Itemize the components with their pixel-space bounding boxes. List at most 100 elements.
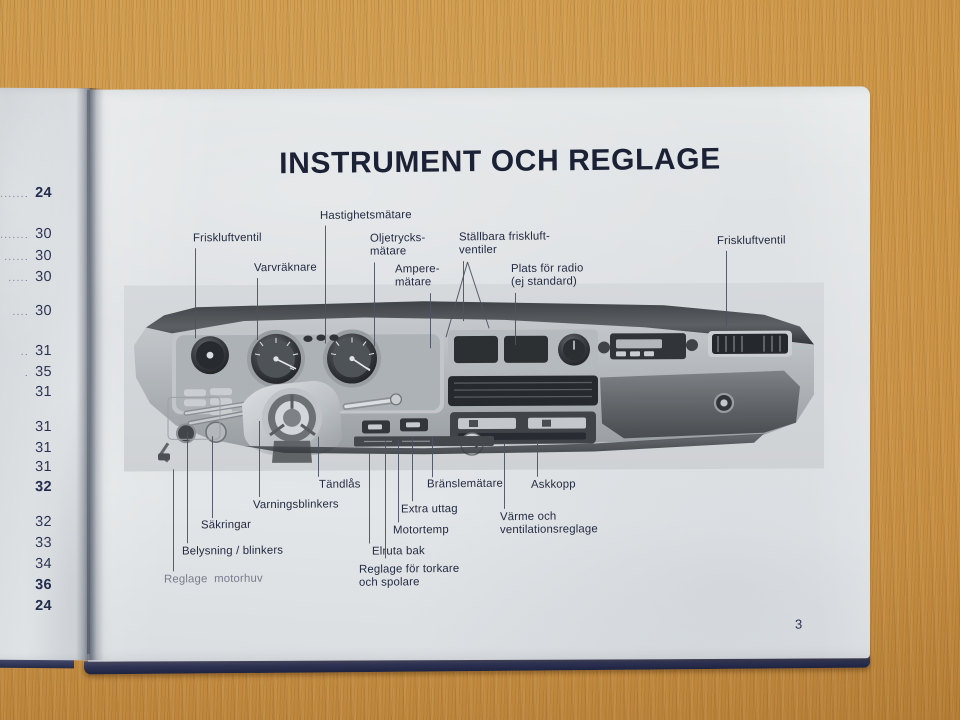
callout-label-friskluftventil-left: Friskluftventil (192, 231, 262, 245)
toc-page-number: 36 (35, 577, 52, 594)
toc-page-number: 32 (35, 479, 52, 496)
toc-entry[interactable]: 32 (29, 514, 52, 530)
switch-bank-left (184, 388, 232, 416)
toc-page-number: 33 (35, 535, 52, 552)
toc-entry[interactable]: 34 (29, 556, 52, 572)
callout-label-belysning-blinkers: Belysning / blinkers (181, 544, 284, 558)
callout-label-reglage-motorhuv: Reglage motorhuv (163, 572, 263, 586)
toc-entry[interactable]: 32 (29, 479, 52, 495)
ignition-lock (342, 393, 403, 411)
leader-line-plats-for-radio (515, 292, 517, 345)
toc-entry[interactable]: ........ 30 (0, 226, 52, 242)
leader-line-oljetrycksmatare (374, 262, 376, 347)
page-content: INSTRUMENT OCH REGLAGE (88, 86, 870, 661)
callout-label-amperematare: Ampere- mätare (394, 263, 440, 289)
dashboard-photograph (124, 282, 824, 472)
leader-line-friskluftventil-right (726, 250, 728, 326)
callout-label-plats-for-radio: Plats för radio (ej standard) (510, 262, 584, 289)
toc-page-number: 35 (35, 364, 52, 381)
open-booklet: ........ 24........ 30...... 30..... 30.... 3… (0, 86, 880, 675)
toc-entry[interactable]: 33 (29, 535, 52, 551)
toc-dot-leader: .. (20, 346, 30, 357)
toc-page-number: 30 (35, 248, 52, 265)
passenger-vent (708, 330, 792, 357)
heater-controls (450, 411, 596, 445)
callout-label-varvraknare: Varvräknare (253, 261, 317, 275)
glovebox-lid (600, 370, 800, 439)
toc-entry[interactable]: ........ 24 (0, 185, 52, 201)
leader-line-varme-ventilation (504, 442, 506, 509)
toc-entry[interactable]: .. 31 (21, 343, 52, 359)
toc-entry[interactable]: 36 (29, 577, 52, 593)
toc-page-number: 32 (35, 514, 52, 531)
toc-dot-leader: ..... (8, 272, 30, 283)
toc-entry[interactable]: 31 (29, 459, 52, 475)
page-number: 3 (794, 616, 803, 632)
toc-page-number: 30 (35, 303, 52, 320)
callout-label-stallbara-friskluftventiler: Ställbara friskluft- ventiler (458, 230, 550, 257)
lower-left-knobs (167, 396, 227, 444)
toc-page-number: 30 (35, 226, 52, 243)
callout-label-varningsblinkers: Varningsblinkers (252, 498, 339, 512)
leader-line-reglage-torkare-spolare (385, 440, 387, 559)
toc-dot-leader: ........ (0, 229, 30, 240)
leader-line-amperematare (430, 293, 432, 349)
toc-entry[interactable]: . 35 (25, 364, 52, 380)
leader-line-friskluftventil-left (195, 248, 197, 339)
dashboard-illustration (124, 282, 824, 472)
callout-label-reglage-torkare-spolare: Reglage för torkare och spolare (358, 562, 460, 590)
leader-line-extra-uttag (412, 437, 414, 502)
right-page: INSTRUMENT OCH REGLAGE (88, 86, 870, 662)
callout-label-elruta-bak: Elruta bak (371, 545, 425, 558)
toc-dot-leader: . (24, 367, 30, 378)
page-title: INSTRUMENT OCH REGLAGE (279, 142, 721, 181)
leader-line-varvraknare (257, 277, 259, 340)
leader-line-varningsblinkers (259, 420, 261, 497)
callout-label-extra-uttag: Extra uttag (400, 502, 458, 516)
leader-line-belysning-blinkers (187, 431, 189, 544)
callout-label-tandlas: Tändlås (318, 478, 361, 491)
toc-page-number: 31 (35, 384, 52, 401)
leader-line-sakringar (212, 436, 214, 519)
toc-dot-leader: .... (12, 306, 30, 317)
telltale-lamps (303, 334, 339, 342)
leader-line-askkopp (537, 440, 539, 477)
toc-page-number: 31 (35, 343, 52, 360)
callout-label-oljetrycksmatare: Oljetrycks- mätare (369, 232, 426, 259)
toc-entry[interactable]: 31 (29, 384, 52, 400)
leader-line-hastighetsmatare (325, 225, 327, 344)
callout-label-branslematare: Bränslemätare (426, 477, 504, 491)
leader-line-elruta-bak (369, 448, 371, 544)
lower-rockers (362, 418, 428, 434)
leader-line-reglage-motorhuv (173, 469, 175, 572)
steering-wheel (242, 380, 342, 463)
callout-label-sakringar: Säkringar (200, 518, 252, 532)
toc-entry[interactable]: ..... 30 (9, 269, 52, 285)
toc-entry[interactable]: 31 (29, 440, 52, 456)
toc-page-number: 31 (35, 459, 52, 476)
toc-page-number: 24 (35, 185, 52, 202)
radio-slot (598, 333, 698, 360)
toc-entry[interactable]: 24 (29, 598, 52, 614)
toc-page-number: 24 (35, 598, 52, 615)
toc-page-number: 30 (35, 269, 52, 286)
toc-entry[interactable]: ...... 30 (4, 248, 52, 264)
toc-page-number: 31 (35, 419, 52, 436)
leader-line-tandlas (318, 436, 320, 477)
callout-label-friskluftventil-right: Friskluftventil (716, 234, 786, 248)
toc-page-number: 31 (35, 440, 52, 457)
leader-line-motortemp (398, 440, 400, 523)
toc-entry[interactable]: 31 (29, 419, 52, 435)
leader-line-branslematare (432, 437, 434, 478)
left-page: ........ 24........ 30...... 30..... 30.... 3… (0, 87, 90, 661)
dash-top-pad (146, 301, 814, 345)
toc-entry[interactable]: .... 30 (13, 303, 52, 319)
callout-label-hastighetsmatare: Hastighetsmätare (319, 209, 412, 222)
toc-dot-leader: ........ (0, 188, 30, 199)
vent-square-1 (454, 335, 498, 364)
toc-page-number: 34 (35, 556, 52, 573)
callout-label-motortemp: Motortemp (392, 523, 449, 537)
callout-label-askkopp: Askkopp (530, 478, 576, 491)
table-of-contents-fragment: ........ 24........ 30...... 30..... 30.... 3… (0, 88, 90, 661)
toc-dot-leader: ...... (4, 251, 30, 262)
